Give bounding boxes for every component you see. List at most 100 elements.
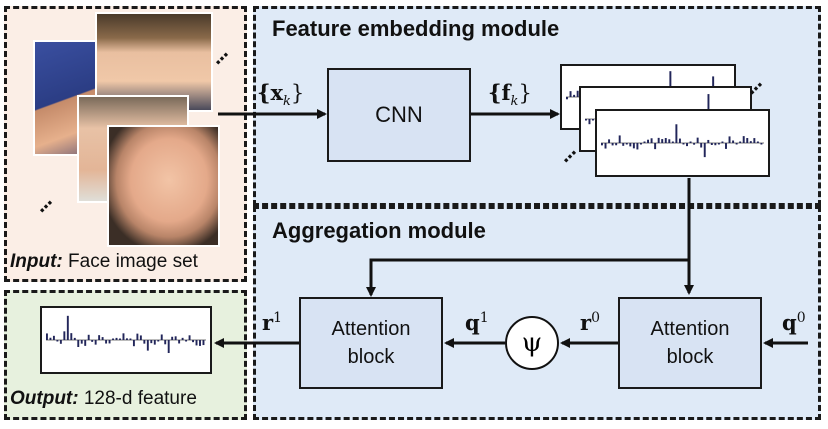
r1-label: r1 xyxy=(262,310,282,335)
feature-bar xyxy=(80,340,83,344)
feature-bar xyxy=(157,340,160,342)
feature-bar xyxy=(721,141,724,143)
input-label: Input: xyxy=(10,251,63,272)
feature-bar xyxy=(728,136,731,143)
feature-bar xyxy=(657,137,660,143)
output-bars xyxy=(46,315,206,354)
feature-bar xyxy=(686,143,688,147)
psi-symbol: ψ xyxy=(521,328,543,358)
feature-bar xyxy=(66,315,69,340)
feature-bars-3 xyxy=(601,124,764,158)
feature-bar xyxy=(611,143,614,146)
feature-bar xyxy=(746,138,749,143)
feature-bar xyxy=(622,143,625,146)
feature-bar xyxy=(167,340,170,354)
feature-bar xyxy=(146,340,149,351)
feature-bar xyxy=(654,143,657,150)
face-photo-4 xyxy=(107,125,220,247)
feature-bar xyxy=(115,337,118,340)
r0-label: r0 xyxy=(580,310,600,335)
feature-bar xyxy=(56,340,59,342)
feature-bar xyxy=(101,337,104,340)
feature-bar xyxy=(585,119,587,121)
feature-bar xyxy=(632,143,635,149)
feature-bar xyxy=(742,136,745,143)
feature-bar xyxy=(199,340,201,346)
attention-block-left: Attention block xyxy=(299,297,443,389)
feature-bar xyxy=(174,336,177,340)
input-caption: Input: Face image set xyxy=(10,251,198,273)
feature-bar xyxy=(573,94,576,97)
feature-bar xyxy=(678,138,681,143)
feature-bar xyxy=(143,340,146,344)
feature-bar xyxy=(615,143,618,146)
feature-bar xyxy=(639,143,642,145)
feature-bar xyxy=(576,90,579,97)
feature-bar xyxy=(618,135,621,143)
feature-bar xyxy=(108,340,111,344)
psi-node: ψ xyxy=(505,316,559,370)
input-set-label: {xk} xyxy=(257,80,305,110)
feature-bar xyxy=(171,336,174,340)
input-text: Face image set xyxy=(62,251,198,272)
feature-bar xyxy=(112,338,114,340)
feature-bar xyxy=(153,340,156,345)
feature-bar xyxy=(647,139,650,143)
feature-bar xyxy=(696,137,699,143)
feature-bar xyxy=(700,143,703,148)
feature-bar xyxy=(725,143,727,149)
cnn-label: CNN xyxy=(375,102,423,127)
feature-bar xyxy=(188,335,191,340)
feature-bar xyxy=(753,138,756,143)
feature-bar xyxy=(160,334,163,340)
feature-bar xyxy=(98,335,101,340)
aggregation-module-title: Aggregation module xyxy=(272,218,486,243)
feature-bar xyxy=(735,143,738,145)
feature-bar xyxy=(94,340,97,345)
feature-bar xyxy=(749,141,752,143)
feature-bar xyxy=(49,337,52,340)
feature-bar xyxy=(91,340,94,342)
feature-bar xyxy=(185,340,188,342)
feature-bar xyxy=(760,143,763,145)
output-label: Output: xyxy=(10,388,79,409)
q1-label: q1 xyxy=(465,310,489,335)
feature-bar xyxy=(119,338,121,340)
feature-bar xyxy=(70,333,73,340)
feature-bar xyxy=(73,337,76,340)
output-caption: Output: 128-d feature xyxy=(10,388,197,410)
cnn-block: CNN xyxy=(327,68,471,162)
feature-bar xyxy=(164,340,167,345)
feature-bar xyxy=(689,141,692,143)
feature-module-title: Feature embedding module xyxy=(272,16,560,41)
feature-bar xyxy=(707,94,710,119)
feature-bar xyxy=(671,141,674,143)
feature-bar xyxy=(636,143,639,150)
feature-bar xyxy=(139,335,142,340)
feature-bar xyxy=(150,340,153,344)
feature-set-label: {fk} xyxy=(488,80,532,110)
feature-bar xyxy=(732,140,735,143)
feature-bar xyxy=(675,124,678,143)
feature-bar xyxy=(178,340,181,344)
feature-bar xyxy=(661,139,664,143)
feature-bar xyxy=(195,340,198,346)
attention-block-right: Attention block xyxy=(618,297,762,389)
feature-bar xyxy=(629,143,632,147)
feature-bar xyxy=(52,335,55,340)
feature-bar xyxy=(739,141,742,143)
feature-bar xyxy=(569,91,572,97)
feature-bar xyxy=(77,340,80,347)
feature-bar xyxy=(59,340,62,344)
feature-bar xyxy=(122,333,125,340)
feature-bar xyxy=(664,138,667,143)
feature-bar xyxy=(601,143,603,146)
feature-bar xyxy=(566,97,568,100)
feature-bar xyxy=(63,331,66,340)
feature-bar xyxy=(693,143,696,145)
feature-bar xyxy=(682,143,685,145)
feature-bar xyxy=(87,334,90,340)
feature-bar xyxy=(105,340,108,344)
feature-bar xyxy=(604,143,607,149)
